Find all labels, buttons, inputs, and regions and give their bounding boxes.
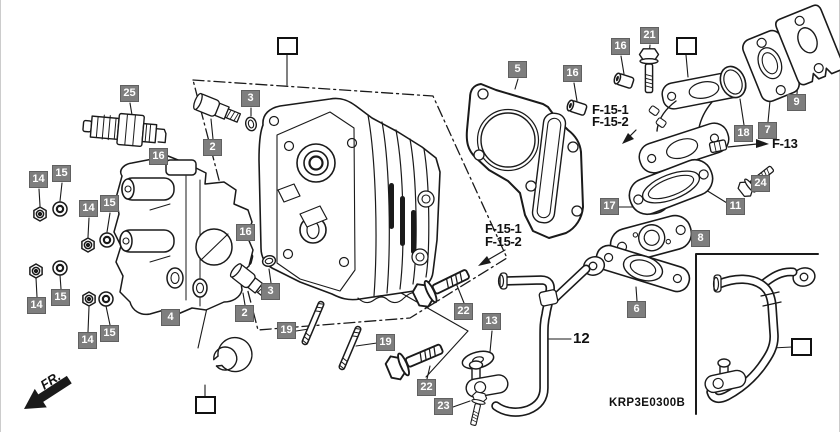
gasket-9 (775, 4, 840, 86)
part-label-21: 21 (640, 27, 659, 44)
chain-line-boundary (192, 79, 508, 331)
part-label-15: 15 (51, 289, 70, 306)
cross-reference-arrows (478, 129, 769, 266)
o-ring-lower (261, 255, 277, 267)
part-label-19: 19 (376, 334, 395, 351)
part-label-16: 16 (611, 38, 630, 55)
cylinder-gasket (465, 83, 584, 239)
part-label-3: 3 (261, 283, 280, 300)
part-label-22: 22 (417, 379, 436, 396)
part-label-11: 11 (726, 198, 745, 215)
annotation-f-15-2: F-15-2 (592, 114, 629, 129)
unnumbered-callout-box (791, 338, 812, 356)
part-label-14: 14 (27, 297, 46, 314)
part-label-7: 7 (758, 122, 777, 139)
part-label-18: 18 (734, 125, 753, 142)
annotation-f-13: F-13 (772, 136, 798, 151)
snap-ring (213, 336, 253, 373)
part-label-25: 25 (120, 85, 139, 102)
part-label-14: 14 (79, 200, 98, 217)
part-label-17: 17 (600, 198, 619, 215)
annotation-12: 12 (573, 330, 590, 347)
part-label-23: 23 (434, 398, 453, 415)
part-label-19: 19 (277, 322, 296, 339)
fr-direction-arrow (24, 375, 72, 409)
annotation-f-15-1: F-15-1 (592, 102, 629, 117)
unnumbered-callout-box (277, 37, 298, 55)
unnumbered-callout-box (676, 37, 697, 55)
part-label-16: 16 (149, 148, 168, 165)
annotation-f-15-2: F-15-2 (485, 234, 522, 249)
part-label-16: 16 (563, 65, 582, 82)
part-label-24: 24 (751, 175, 770, 192)
part-label-14: 14 (29, 171, 48, 188)
hose-detail-border (695, 253, 819, 415)
part-label-2: 2 (203, 139, 222, 156)
part-label-15: 15 (52, 165, 71, 182)
part-label-13: 13 (482, 313, 501, 330)
air-injection-pipe (491, 256, 606, 417)
unnumbered-callout-box (195, 396, 216, 414)
diagram-code: KRP3E0300B (609, 397, 686, 409)
cylinder-head-left (113, 155, 254, 316)
cylinder-head-center (258, 97, 441, 304)
part-label-14: 14 (78, 332, 97, 349)
o-ring-18 (719, 65, 747, 99)
exhaust-plate-8 (609, 214, 693, 264)
part-label-16: 16 (236, 224, 255, 241)
part-label-15: 15 (100, 325, 119, 342)
part-label-15: 15 (100, 195, 119, 212)
left-edge-line (0, 0, 1, 432)
part-label-8: 8 (691, 230, 710, 247)
sensor-bolt-upper (193, 92, 242, 123)
o-ring-upper (244, 116, 258, 132)
vacuum-fitting (708, 139, 728, 154)
insulator-plate-11 (628, 158, 714, 216)
part-label-4: 4 (161, 309, 180, 326)
part-label-2: 2 (235, 305, 254, 322)
part-label-9: 9 (787, 94, 806, 111)
part-label-6: 6 (627, 301, 646, 318)
part-label-3: 3 (241, 90, 260, 107)
part-label-5: 5 (508, 61, 527, 78)
air-suction-hose (704, 267, 816, 404)
gasket-6 (595, 244, 691, 293)
annotation-f-15-1: F-15-1 (485, 221, 522, 236)
part-label-22: 22 (454, 303, 473, 320)
spark-plug (82, 112, 167, 148)
